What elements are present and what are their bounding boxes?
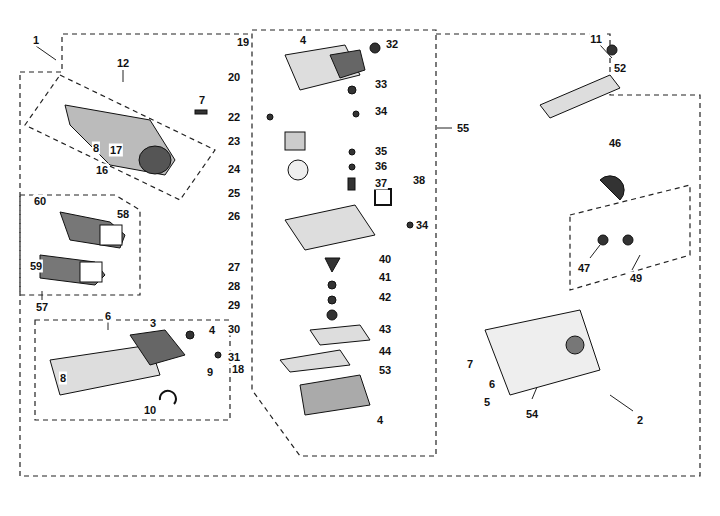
callout-number: 29 <box>227 299 241 312</box>
outer-group-outline <box>20 34 700 476</box>
callout-number: 36 <box>374 160 388 173</box>
callout-number: 42 <box>378 291 392 304</box>
group-outline <box>25 75 215 200</box>
callout-number: 49 <box>629 272 643 285</box>
callout-number: 33 <box>374 78 388 91</box>
callout-number: 12 <box>116 57 130 70</box>
callout-number: 34 <box>374 105 388 118</box>
callout-number: 38 <box>412 174 426 187</box>
callout-number: 5 <box>483 396 491 409</box>
callout-number: 53 <box>378 364 392 377</box>
callout-number: 57 <box>35 301 49 314</box>
group-outline <box>35 320 230 420</box>
callout-number: 40 <box>378 253 392 266</box>
callout-number: 1 <box>32 34 40 47</box>
callout-number: 7 <box>198 94 206 107</box>
callout-number: 34 <box>415 219 429 232</box>
callout-number: 4 <box>376 414 384 427</box>
callout-number: 25 <box>227 187 241 200</box>
callout-number: 30 <box>227 323 241 336</box>
callout-number: 28 <box>227 280 241 293</box>
callout-number: 52 <box>613 62 627 75</box>
assembly-outline <box>252 30 436 456</box>
callout-number: 8 <box>59 372 67 385</box>
callout-number: 31 <box>227 351 241 364</box>
callout-number: 35 <box>374 145 388 158</box>
callout-number: 23 <box>227 135 241 148</box>
callout-number: 37 <box>374 177 388 190</box>
group-outline <box>570 185 690 290</box>
callout-number: 55 <box>456 122 470 135</box>
callout-number: 24 <box>227 163 241 176</box>
callout-number: 20 <box>227 71 241 84</box>
callout-number: 43 <box>378 323 392 336</box>
callout-number: 26 <box>227 210 241 223</box>
callout-number: 4 <box>299 34 307 47</box>
callout-number: 44 <box>378 345 392 358</box>
callout-number: 58 <box>116 208 130 221</box>
outer-group-outline <box>20 34 252 72</box>
callout-number: 17 <box>109 144 123 157</box>
callout-number: 16 <box>95 164 109 177</box>
callout-number: 2 <box>636 414 644 427</box>
callout-number: 18 <box>231 363 245 376</box>
callout-number: 3 <box>149 317 157 330</box>
callout-number: 8 <box>92 142 100 155</box>
callout-number: 32 <box>385 38 399 51</box>
callout-number: 22 <box>227 111 241 124</box>
callout-number: 60 <box>33 195 47 208</box>
callout-number: 54 <box>525 408 539 421</box>
callout-number: 9 <box>206 366 214 379</box>
callout-number: 6 <box>104 310 112 323</box>
callout-number: 7 <box>466 358 474 371</box>
callout-number: 10 <box>143 404 157 417</box>
callout-number: 46 <box>608 137 622 150</box>
callout-number: 11 <box>589 33 603 46</box>
callout-number: 59 <box>29 260 43 273</box>
callout-number: 6 <box>488 378 496 391</box>
callout-number: 19 <box>236 36 250 49</box>
callout-number: 41 <box>378 271 392 284</box>
callout-number: 4 <box>208 324 216 337</box>
callout-number: 47 <box>577 262 591 275</box>
callout-number: 27 <box>227 261 241 274</box>
group-outline <box>20 195 140 295</box>
